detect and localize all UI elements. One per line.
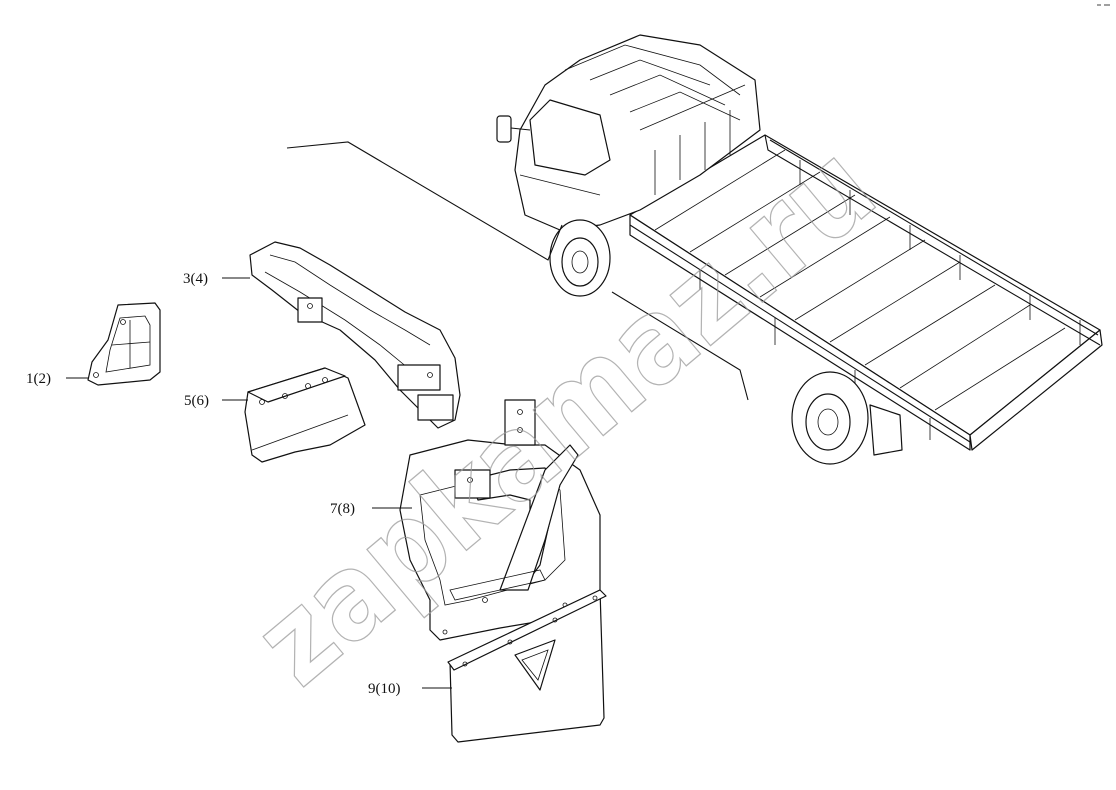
leader-line-truck-lower <box>611 291 749 401</box>
part-9-mudflap <box>447 589 607 743</box>
truck-illustration <box>496 34 1103 465</box>
leader-line-truck-upper <box>286 141 563 261</box>
part-5-bracket <box>244 367 366 463</box>
label-part-7-8: 7(8) <box>330 501 355 517</box>
part-1-bracket <box>87 302 161 386</box>
part-3-rail <box>249 241 461 429</box>
label-part-9-10: 9(10) <box>368 681 401 697</box>
part-7-fender <box>399 399 601 641</box>
label-part-5-6: 5(6) <box>184 393 209 409</box>
label-part-3-4: 3(4) <box>183 271 208 287</box>
label-part-1-2: 1(2) <box>26 371 51 387</box>
